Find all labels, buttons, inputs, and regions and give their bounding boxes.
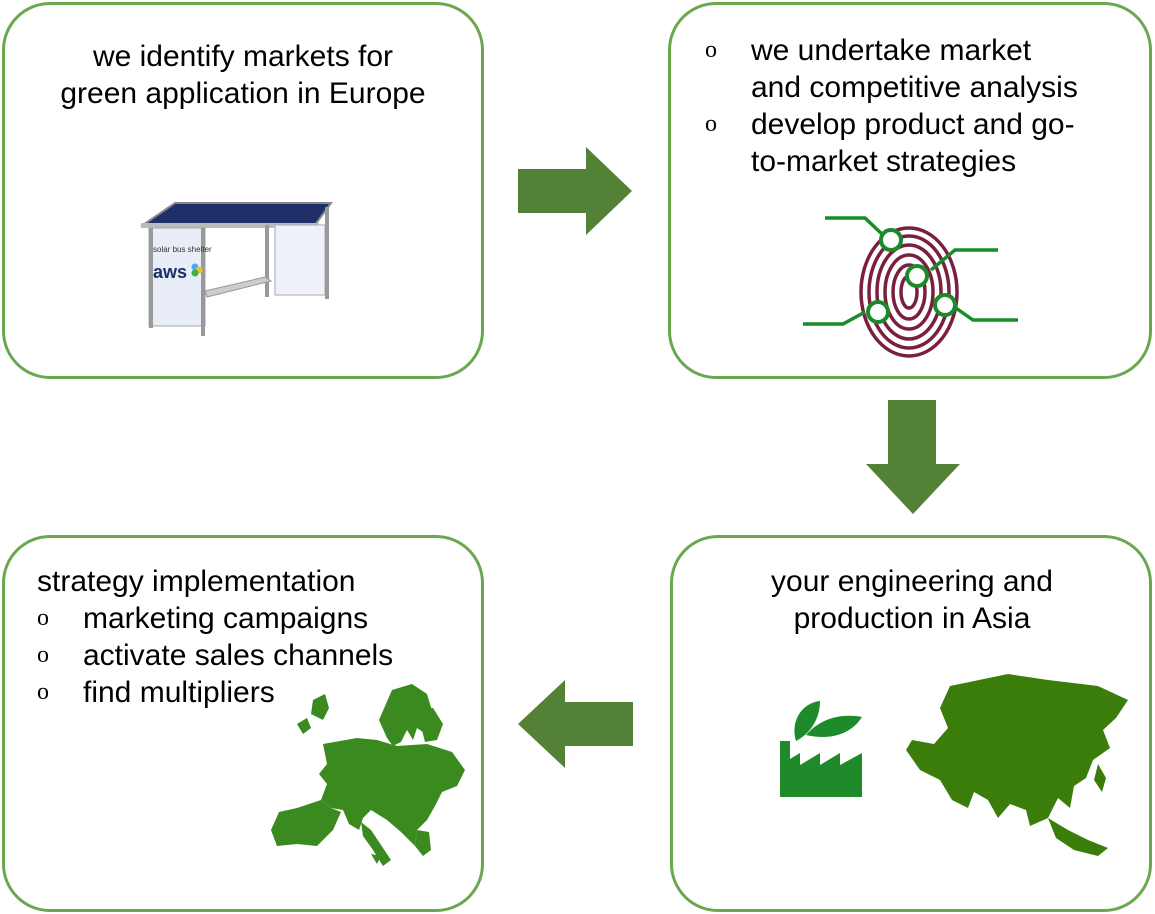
step-identify-line1: we identify markets for: [92, 40, 394, 73]
step-identify-line2: green application in Europe: [60, 77, 426, 110]
analysis-item-2-line1: develop product and go-: [751, 108, 1075, 141]
list-item: o activate sales channels: [37, 637, 477, 674]
asia-map-icon: [906, 674, 1128, 856]
shelter-brand-text: aws: [153, 262, 187, 282]
analysis-item-1-line2: and competitive analysis: [751, 71, 1078, 104]
strategy-item-3: find multipliers: [83, 676, 275, 709]
step-production-line1: your engineering and: [771, 565, 1053, 598]
step-engineering-production: your engineering and production in Asia: [670, 535, 1152, 912]
factory-icon: [780, 701, 862, 797]
bullet-marker: o: [37, 679, 49, 705]
arrow-right-icon: [518, 147, 632, 235]
shelter-sign-text: solar bus shelter: [153, 245, 212, 254]
bullet-marker: o: [705, 111, 717, 137]
list-item: o marketing campaigns: [37, 600, 477, 637]
bullet-marker: o: [37, 642, 49, 668]
step-identify-markets: we identify markets for green applicatio…: [2, 2, 484, 379]
list-item: o find multipliers: [37, 674, 477, 711]
step-production-text: your engineering and production in Asia: [673, 563, 1151, 637]
step-market-analysis: o we undertake market and competitive an…: [668, 2, 1152, 379]
bullet-marker: o: [705, 37, 717, 63]
list-item: o develop product and go- to-market stra…: [705, 106, 1145, 180]
europe-map-icon: [271, 684, 465, 866]
step-strategy-implementation: strategy implementation o marketing camp…: [2, 535, 484, 912]
arrow-left-icon: [518, 680, 633, 768]
bullet-marker: o: [37, 605, 49, 631]
strategy-item-1: marketing campaigns: [83, 602, 369, 635]
step-production-line2: production in Asia: [793, 602, 1031, 635]
fingerprint-icon: [803, 216, 1018, 358]
analysis-item-1-line1: we undertake market: [751, 34, 1032, 67]
strategy-list: o marketing campaigns o activate sales c…: [37, 600, 477, 711]
list-item: o we undertake market and competitive an…: [705, 32, 1145, 106]
step-identify-text: we identify markets for green applicatio…: [5, 38, 481, 112]
analysis-item-2-line2: to-market strategies: [751, 145, 1017, 178]
bus-shelter-icon: solar bus shelter aws: [139, 202, 333, 336]
strategy-item-2: activate sales channels: [83, 639, 394, 672]
analysis-list: o we undertake market and competitive an…: [705, 32, 1145, 180]
strategy-heading: strategy implementation: [37, 565, 356, 598]
arrow-down-icon: [866, 400, 960, 514]
